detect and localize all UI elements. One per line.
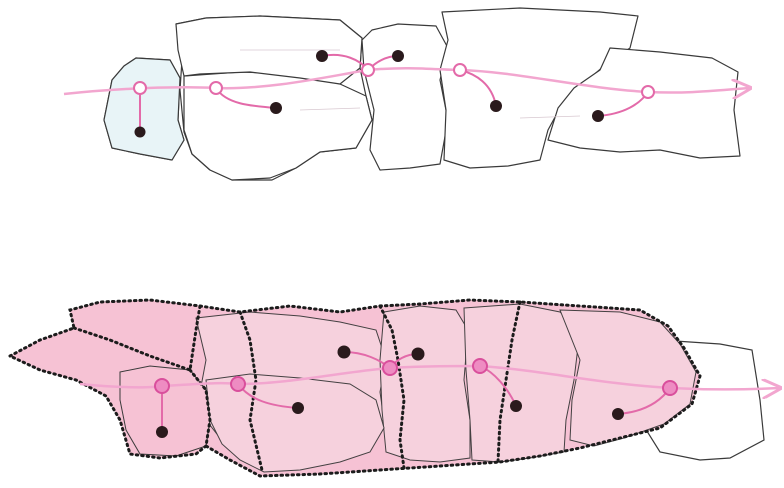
dark-node	[510, 400, 522, 412]
dark-node	[156, 426, 168, 438]
dark-node	[592, 110, 604, 122]
dark-node	[612, 408, 624, 420]
dark-node	[292, 402, 304, 414]
dark-node	[135, 127, 146, 138]
tinted-cell	[104, 58, 184, 160]
path-node	[663, 381, 677, 395]
dark-node	[316, 50, 328, 62]
path-node	[642, 86, 654, 98]
path-node	[134, 82, 146, 94]
dark-node	[270, 102, 282, 114]
bottom-diagram	[10, 300, 780, 476]
cell	[380, 306, 470, 462]
dark-node	[412, 348, 425, 361]
cell	[464, 304, 580, 462]
path-node	[473, 359, 487, 373]
dark-node	[392, 50, 404, 62]
path-node	[210, 82, 222, 94]
cell	[362, 24, 448, 170]
path-node	[454, 64, 466, 76]
path-node	[362, 64, 374, 76]
path-node	[383, 361, 397, 375]
path-node	[231, 377, 245, 391]
dark-node	[338, 346, 351, 359]
top-diagram	[64, 8, 750, 180]
path-node	[155, 379, 169, 393]
dark-node	[490, 100, 502, 112]
